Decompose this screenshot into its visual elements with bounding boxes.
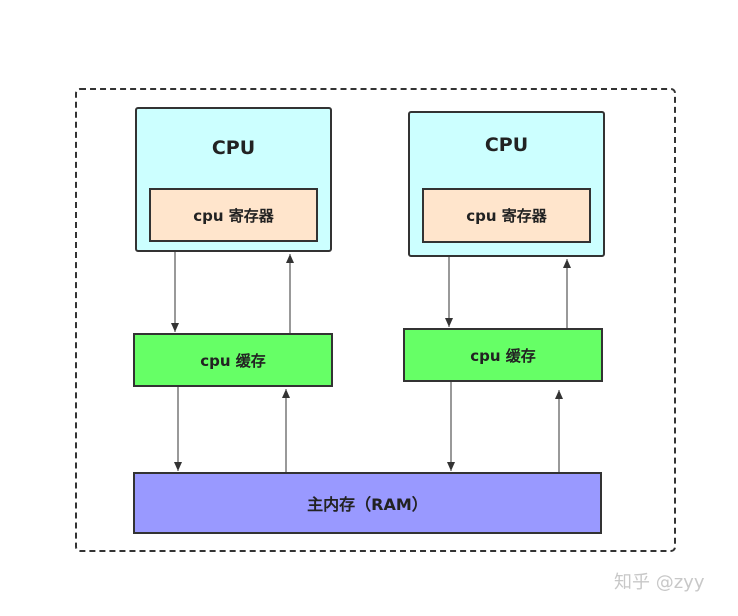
system-boundary-frame bbox=[75, 88, 676, 552]
cpu-cache-right: cpu 缓存 bbox=[403, 328, 603, 382]
cpu-cache-left: cpu 缓存 bbox=[133, 333, 333, 387]
cpu-register-left: cpu 寄存器 bbox=[149, 188, 318, 242]
cpu-register-right: cpu 寄存器 bbox=[422, 188, 591, 243]
cpu-label-left: CPU bbox=[211, 137, 256, 159]
cpu-box-right: CPU cpu 寄存器 bbox=[408, 111, 605, 257]
main-memory-ram: 主内存（RAM） bbox=[133, 472, 602, 534]
cpu-label-right: CPU bbox=[484, 134, 529, 156]
watermark: 知乎 @zyy bbox=[614, 572, 705, 593]
cpu-box-left: CPU cpu 寄存器 bbox=[135, 107, 332, 252]
